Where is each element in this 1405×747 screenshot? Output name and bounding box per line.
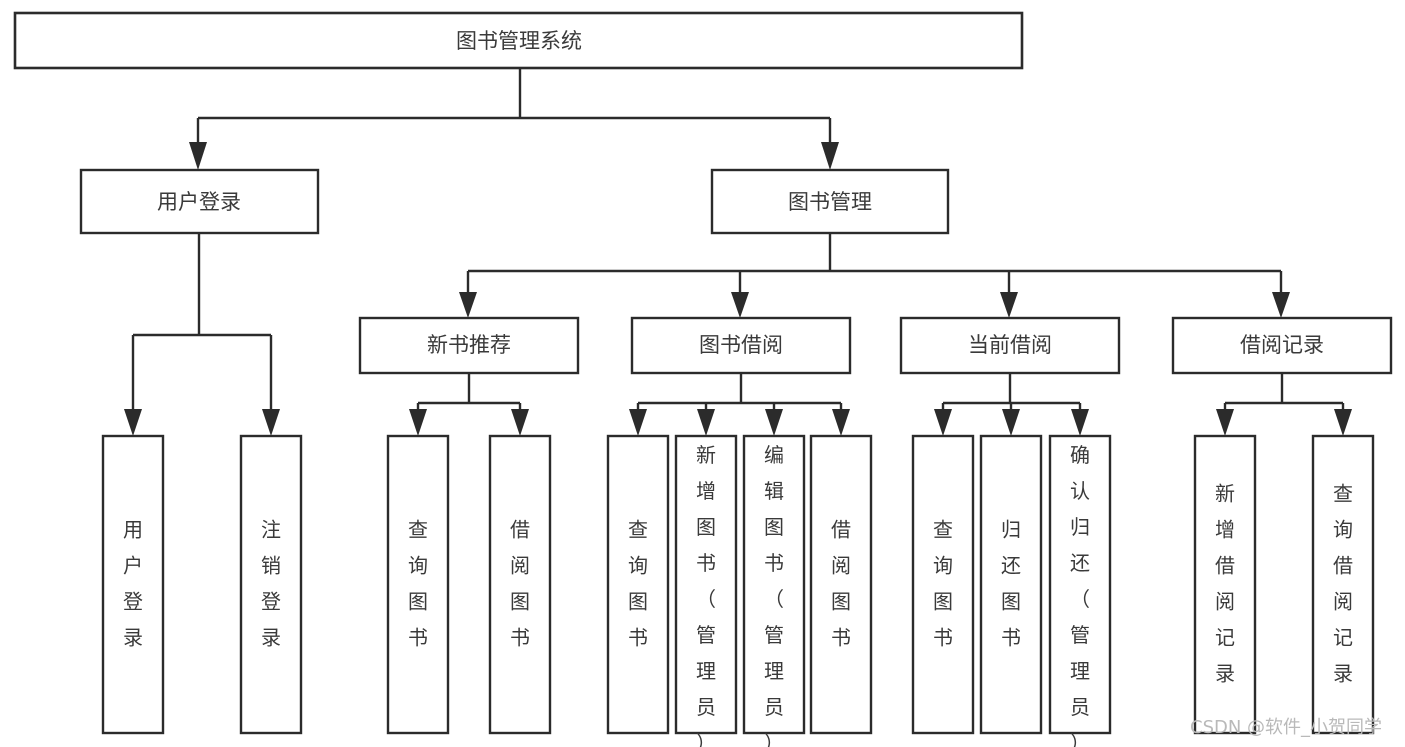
node-borrow-record-box[interactable] — [1171, 316, 1393, 375]
arrow-head-leaf-query-book-1 — [409, 409, 427, 436]
node-leaf-query-record-label: 查询借阅记录 — [1333, 481, 1353, 685]
node-leaf-user-login-label: 用户登录 — [123, 517, 143, 649]
node-leaf-return-book[interactable]: 归还图书 — [979, 434, 1043, 735]
node-leaf-borrow-book-1[interactable]: 借阅图书 — [488, 434, 552, 735]
node-leaf-query-book-3-label: 查询图书 — [933, 517, 953, 649]
node-leaf-query-book-3-box[interactable] — [911, 434, 975, 735]
node-leaf-query-book-1-label: 查询图书 — [408, 517, 428, 649]
node-user-login-label: 用户登录 — [157, 190, 241, 214]
node-leaf-add-book[interactable]: 新增图书（管理员） — [674, 434, 738, 747]
node-leaf-query-book-2-box[interactable] — [606, 434, 670, 735]
arrow-head-user-login — [189, 142, 207, 170]
arrow-head-leaf-borrow-book-1 — [511, 409, 529, 436]
arrow-head-leaf-query-book-2 — [629, 409, 647, 436]
node-book-borrow[interactable]: 图书借阅 — [630, 316, 852, 375]
node-leaf-query-book-1-box[interactable] — [386, 434, 450, 735]
watermark-label: CSDN @软件_小贺同学 — [1190, 717, 1382, 738]
node-leaf-query-record-box[interactable] — [1311, 434, 1375, 735]
node-book-manage-box[interactable] — [710, 168, 950, 235]
node-book-borrow-label: 图书借阅 — [699, 333, 783, 357]
node-current-borrow[interactable]: 当前借阅 — [899, 316, 1121, 375]
arrow-head-book-manage — [821, 142, 839, 170]
node-leaf-confirm-return-box[interactable] — [1048, 434, 1112, 735]
node-leaf-edit-book[interactable]: 编辑图书（管理员） — [742, 434, 806, 747]
node-user-login[interactable]: 用户登录 — [79, 168, 320, 235]
node-leaf-borrow-book-2[interactable]: 借阅图书 — [809, 434, 873, 735]
node-leaf-add-record-label: 新增借阅记录 — [1215, 481, 1235, 685]
node-leaf-query-book-1[interactable]: 查询图书 — [386, 434, 450, 735]
node-leaf-borrow-book-2-box[interactable] — [809, 434, 873, 735]
node-leaf-user-login-box[interactable] — [101, 434, 165, 735]
node-leaf-logout-login-box[interactable] — [239, 434, 303, 735]
node-leaf-logout-login-label: 注销登录 — [261, 517, 281, 649]
arrow-head-leaf-edit-book — [765, 409, 783, 436]
node-leaf-add-record[interactable]: 新增借阅记录 — [1193, 434, 1257, 735]
node-leaf-add-record-box[interactable] — [1193, 434, 1257, 735]
node-book-manage-label: 图书管理 — [788, 190, 872, 214]
node-leaf-add-book-box[interactable] — [674, 434, 738, 735]
arrow-head-leaf-user-login — [124, 409, 142, 436]
node-current-borrow-label: 当前借阅 — [968, 333, 1052, 357]
node-book-borrow-box[interactable] — [630, 316, 852, 375]
node-new-book-recommend[interactable]: 新书推荐 — [358, 316, 580, 375]
arrow-head-leaf-borrow-book-2 — [832, 409, 850, 436]
arrow-head-leaf-query-book-3 — [934, 409, 952, 436]
node-leaf-user-login[interactable]: 用户登录 — [101, 434, 165, 735]
node-leaf-query-book-3[interactable]: 查询图书 — [911, 434, 975, 735]
node-leaf-add-book-label: 新增图书（管理员） — [696, 443, 716, 747]
node-leaf-confirm-return-label: 确认归还（管理员） — [1070, 443, 1090, 747]
node-root[interactable]: 图书管理系统 — [13, 11, 1024, 70]
arrow-head-book-borrow — [731, 292, 749, 318]
node-leaf-borrow-book-1-label: 借阅图书 — [510, 517, 530, 649]
arrow-head-leaf-add-book — [697, 409, 715, 436]
arrow-head-leaf-confirm-return — [1071, 409, 1089, 436]
node-borrow-record[interactable]: 借阅记录 — [1171, 316, 1393, 375]
node-new-book-recommend-box[interactable] — [358, 316, 580, 375]
node-leaf-query-book-2[interactable]: 查询图书 — [606, 434, 670, 735]
node-root-box[interactable] — [13, 11, 1024, 70]
arrow-head-current-borrow — [1000, 292, 1018, 318]
node-leaf-return-book-box[interactable] — [979, 434, 1043, 735]
arrow-head-leaf-query-record — [1334, 409, 1352, 436]
arrow-head-borrow-record — [1272, 292, 1290, 318]
node-leaf-edit-book-box[interactable] — [742, 434, 806, 735]
node-leaf-query-record[interactable]: 查询借阅记录 — [1311, 434, 1375, 735]
node-leaf-query-book-2-label: 查询图书 — [628, 517, 648, 649]
node-new-book-recommend-label: 新书推荐 — [427, 333, 511, 357]
node-borrow-record-label: 借阅记录 — [1240, 333, 1324, 357]
arrow-head-leaf-logout-login — [262, 409, 280, 436]
node-leaf-borrow-book-1-box[interactable] — [488, 434, 552, 735]
node-user-login-box[interactable] — [79, 168, 320, 235]
node-book-manage[interactable]: 图书管理 — [710, 168, 950, 235]
arrow-head-leaf-return-book — [1002, 409, 1020, 436]
arrow-head-new-book-recommend — [459, 292, 477, 318]
arrow-head-leaf-add-record — [1216, 409, 1234, 436]
connector-layer — [124, 68, 1352, 436]
node-current-borrow-box[interactable] — [899, 316, 1121, 375]
node-leaf-borrow-book-2-label: 借阅图书 — [831, 517, 851, 649]
node-leaf-edit-book-label: 编辑图书（管理员） — [764, 443, 784, 747]
node-leaf-logout-login[interactable]: 注销登录 — [239, 434, 303, 735]
node-leaf-confirm-return[interactable]: 确认归还（管理员） — [1048, 434, 1112, 747]
node-leaf-return-book-label: 归还图书 — [1001, 517, 1021, 649]
node-root-label: 图书管理系统 — [456, 29, 582, 53]
